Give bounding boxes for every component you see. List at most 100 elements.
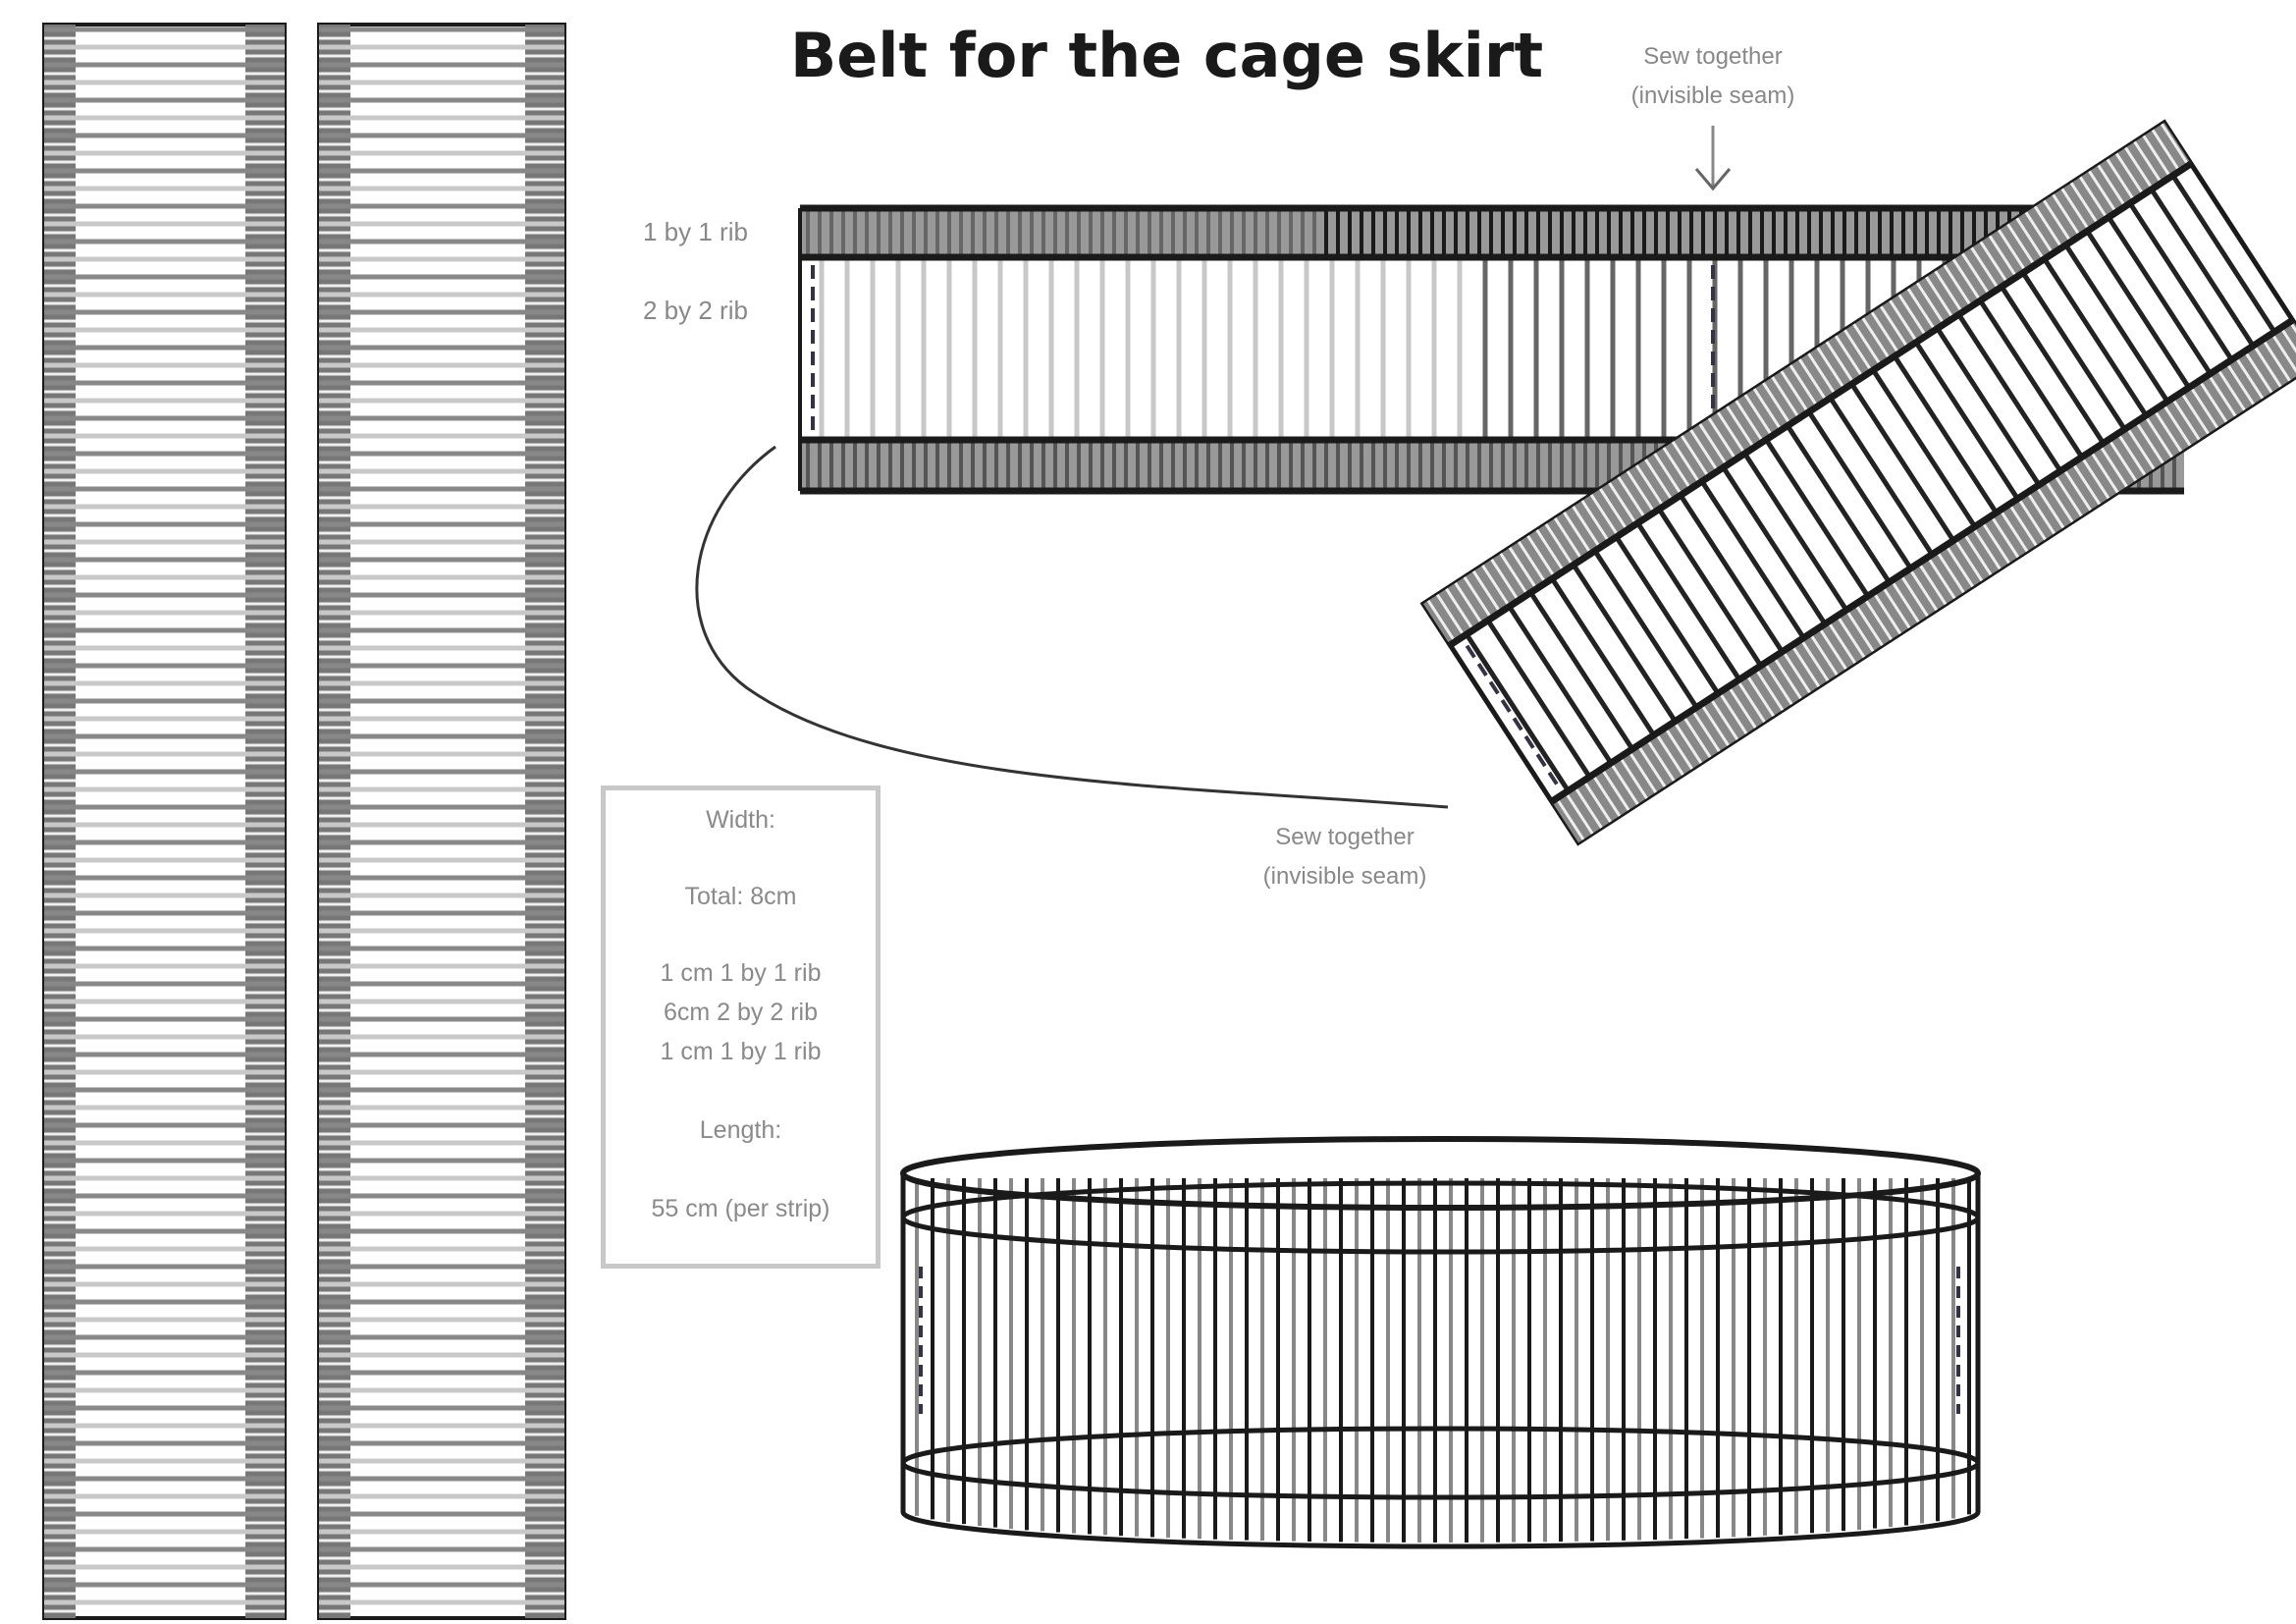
rib-2x2-stitch	[1806, 410, 1913, 570]
cylinder-rib-line	[900, 1180, 1981, 1255]
rib-2x2-stitch	[2000, 285, 2106, 445]
rib-stitch	[1508, 546, 1538, 590]
rib-stitch	[1573, 785, 1603, 829]
rib-2x2-stitch	[1935, 327, 2042, 487]
info-length-heading: Length:	[699, 1116, 782, 1144]
rib-stitch	[2114, 152, 2145, 196]
rib-stitch	[1988, 235, 2018, 279]
rib-stitch	[1626, 470, 1656, 514]
rib-stitch	[2234, 355, 2265, 400]
rib-2x2-stitch	[1721, 465, 1828, 625]
rib-stitch	[2153, 408, 2183, 453]
rib-stitch	[1962, 532, 1993, 576]
info-total: Total: 8cm	[684, 883, 797, 910]
rib-stitch	[1890, 579, 1920, 623]
rib-stitch	[2026, 491, 2056, 535]
rib-stitch	[1654, 732, 1684, 776]
sew-note-bottom-1: Sew together	[1275, 824, 1414, 850]
rib-stitch	[2099, 444, 2128, 488]
rib-stitch	[1681, 435, 1710, 478]
rib-stitch	[2089, 450, 2119, 494]
rib-stitch	[2006, 223, 2036, 267]
rib-stitch	[2062, 467, 2092, 512]
rib-stitch	[1853, 603, 1884, 647]
rib-stitch	[1582, 780, 1612, 823]
rib-2x2-stitch	[1828, 396, 1935, 557]
sew-note-top-2: (invisible seam)	[1631, 82, 1795, 109]
rib-stitch	[1917, 562, 1948, 606]
rib-stitch	[1555, 797, 1585, 840]
rib-stitch	[1481, 564, 1511, 608]
rib-stitch	[1799, 638, 1830, 682]
rib-stitch	[1490, 558, 1521, 602]
rib-stitch	[1961, 252, 1991, 297]
rib-stitch	[1644, 459, 1674, 502]
info-line-2: 6cm 2 by 2 rib	[663, 999, 818, 1026]
rib-stitch	[1843, 329, 1873, 372]
rib-stitch	[1619, 756, 1648, 799]
rib-edge	[44, 25, 76, 1618]
rib-stitch	[2015, 217, 2046, 261]
rib-stitch	[2108, 438, 2137, 482]
rib-stitch	[1852, 323, 1883, 366]
rib-stitch	[1718, 691, 1748, 734]
rib-stitch	[2161, 123, 2190, 167]
rib-stitch	[1698, 423, 1729, 466]
rib-stitch	[2069, 182, 2100, 226]
rib-stitch	[1925, 276, 1954, 319]
rib-2x2-stitch	[2085, 230, 2191, 390]
rib-stitch	[2106, 158, 2136, 202]
rib-stitch	[1908, 568, 1939, 612]
rib-stitch	[2033, 205, 2063, 249]
rib-stitch	[1636, 744, 1667, 787]
rib-stitch	[2133, 140, 2163, 185]
rib-stitch	[1881, 585, 1911, 629]
rib-2x2-stitch	[1699, 479, 1806, 639]
rib-2x2-stitch	[1913, 341, 2020, 501]
rib-stitch	[2060, 188, 2091, 232]
rib-2x2-stitch	[1742, 452, 1849, 612]
rib-stitch	[2279, 326, 2296, 370]
rib-stitch	[1454, 581, 1484, 625]
rib-2x2-stitch	[2170, 174, 2277, 334]
rib-stitch	[2252, 344, 2282, 388]
rib-stitch	[2088, 170, 2117, 214]
rib-2x2-stitch	[2149, 188, 2256, 348]
rib-stitch	[2024, 211, 2055, 255]
rib-2x2-stitch	[1764, 438, 1870, 598]
rib-stitch	[1645, 738, 1676, 782]
rib-stitch	[1526, 535, 1557, 578]
rib-stitch	[1752, 388, 1783, 431]
rib-stitch	[1808, 632, 1839, 677]
rib-stitch	[1608, 482, 1638, 525]
rib-stitch	[1834, 335, 1864, 378]
rib-stitch	[1599, 488, 1629, 531]
rib-2x2-stitch	[1592, 549, 1699, 709]
rib-stitch	[1790, 644, 1821, 687]
rib-stitch	[2225, 361, 2255, 406]
rib-stitch	[1981, 520, 2010, 565]
rib-2x2-stitch	[1678, 494, 1785, 654]
rib-stitch	[2288, 320, 2296, 364]
rib-stitch	[1872, 591, 1902, 635]
rib-stitch	[2189, 385, 2219, 429]
rib-2x2-stitch	[1956, 312, 2063, 473]
rib-stitch	[2162, 403, 2192, 447]
rib-stitch	[1518, 541, 1547, 584]
band-edge	[1448, 160, 2193, 648]
rib-stitch	[1763, 662, 1793, 705]
rib-2x2-stitch	[2020, 271, 2127, 431]
rib-stitch	[2142, 135, 2172, 179]
rib-2x2-stitch	[1871, 368, 1977, 528]
rib-stitch	[1997, 229, 2027, 273]
rib-stitch	[1426, 599, 1457, 643]
rib-2x2-stitch	[1657, 508, 1763, 668]
rib-edge	[525, 25, 564, 1618]
rib-stitch	[1934, 270, 1964, 313]
rib-2x2-stitch	[1550, 577, 1656, 737]
sew-note-top-1: Sew together	[1643, 43, 1782, 70]
knit-strip-left	[42, 23, 287, 1620]
rib-stitch	[1580, 500, 1611, 543]
rib-stitch	[1772, 656, 1802, 699]
rib-stitch	[2079, 176, 2109, 220]
